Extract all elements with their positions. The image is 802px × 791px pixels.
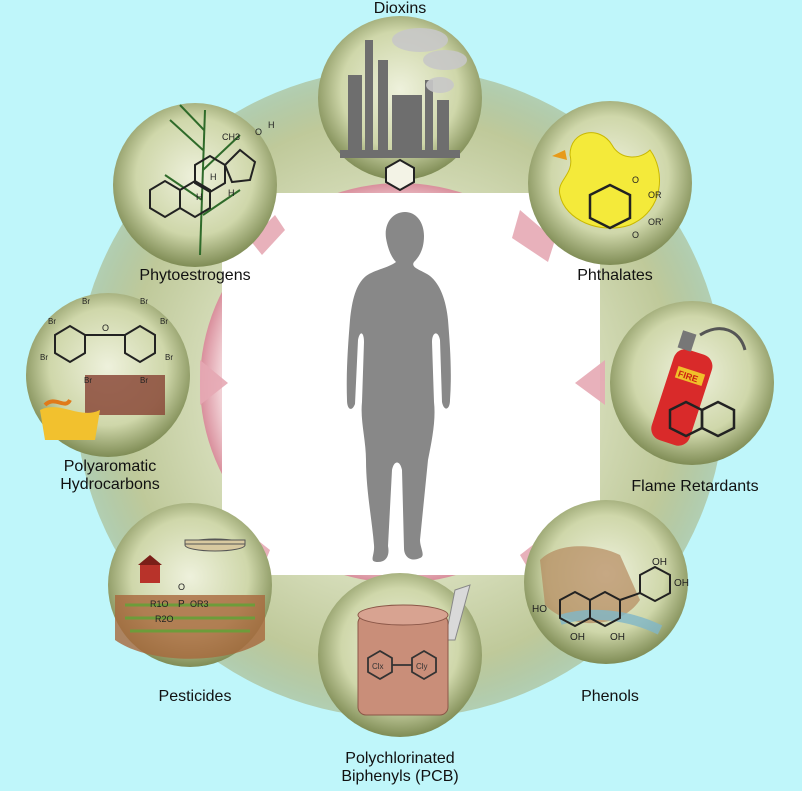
factory-icon (340, 40, 460, 158)
svg-text:OR: OR (648, 190, 662, 200)
svg-text:H: H (196, 192, 203, 202)
ball-dioxins (318, 16, 482, 192)
ball-pcb: Clx Cly (318, 573, 482, 737)
svg-text:O: O (102, 323, 109, 333)
biphenyl-icon (367, 649, 437, 681)
ball-phthalates: O O OR OR' (528, 101, 692, 265)
dioxane-ring-icon (385, 158, 415, 192)
rubber-duck-icon (558, 132, 660, 229)
label-pesticides: Pesticides (158, 688, 232, 705)
barn-icon (140, 565, 160, 583)
svg-text:H: H (228, 188, 235, 198)
svg-text:Br: Br (48, 317, 56, 326)
benzene-ring-icon (588, 183, 632, 230)
svg-text:OR3: OR3 (190, 599, 209, 609)
ball-phenols: OH OH HO OH OH (524, 500, 689, 664)
svg-text:OH: OH (674, 578, 689, 589)
crop-duster-icon (184, 538, 246, 552)
svg-text:Br: Br (82, 297, 90, 306)
pbde-structure-icon (54, 324, 156, 364)
ball-flame-retardants: FIRE (610, 301, 774, 465)
svg-text:Clx: Clx (372, 662, 384, 671)
svg-text:Br: Br (40, 353, 48, 362)
label-flame-retardants: Flame Retardants (631, 478, 759, 495)
ball-polyaromatic: O Br Br Br Br Br Br Br Br (26, 293, 190, 457)
plant-icon (164, 104, 241, 256)
svg-text:R2O: R2O (155, 614, 174, 624)
label-polyaromatic: Polyaromatic Hydrocarbons (60, 458, 160, 493)
svg-text:HO: HO (532, 604, 547, 615)
svg-text:OH: OH (570, 632, 585, 643)
svg-text:OH: OH (652, 557, 667, 568)
svg-text:H: H (268, 120, 275, 130)
label-phenols: Phenols (581, 688, 639, 705)
svg-text:Br: Br (165, 353, 173, 362)
svg-text:Br: Br (84, 376, 92, 385)
svg-text:O: O (255, 127, 262, 137)
svg-text:CH3: CH3 (222, 132, 240, 142)
svg-text:Br: Br (140, 376, 148, 385)
svg-text:Br: Br (140, 297, 148, 306)
label-pcb: Polychlorinated Biphenyls (PCB) (341, 750, 459, 785)
svg-text:O: O (632, 175, 639, 185)
svg-text:OR': OR' (648, 217, 664, 227)
svg-text:Br: Br (160, 317, 168, 326)
human-figure (346, 212, 451, 562)
label-phytoestrogens: Phytoestrogens (139, 267, 251, 284)
naphthalene-icon (668, 400, 736, 438)
fire-extinguisher-icon: FIRE (651, 327, 747, 446)
svg-text:Cly: Cly (416, 662, 428, 671)
svg-text:P: P (178, 599, 185, 610)
ball-pesticides: O R1O P OR3 R2O (108, 503, 272, 667)
svg-text:O: O (632, 230, 639, 240)
label-phthalates: Phthalates (577, 267, 653, 284)
svg-text:R1O: R1O (150, 599, 169, 609)
flavonoid-icon (559, 565, 671, 628)
svg-text:OH: OH (610, 632, 625, 643)
ball-phytoestrogens: CH3 H H H O H (113, 103, 277, 267)
svg-text:H: H (210, 172, 217, 182)
label-dioxins: Dioxins (373, 0, 427, 17)
steroid-structure-icon (149, 148, 257, 219)
barrels-icon (85, 375, 165, 415)
svg-text:O: O (178, 582, 185, 592)
